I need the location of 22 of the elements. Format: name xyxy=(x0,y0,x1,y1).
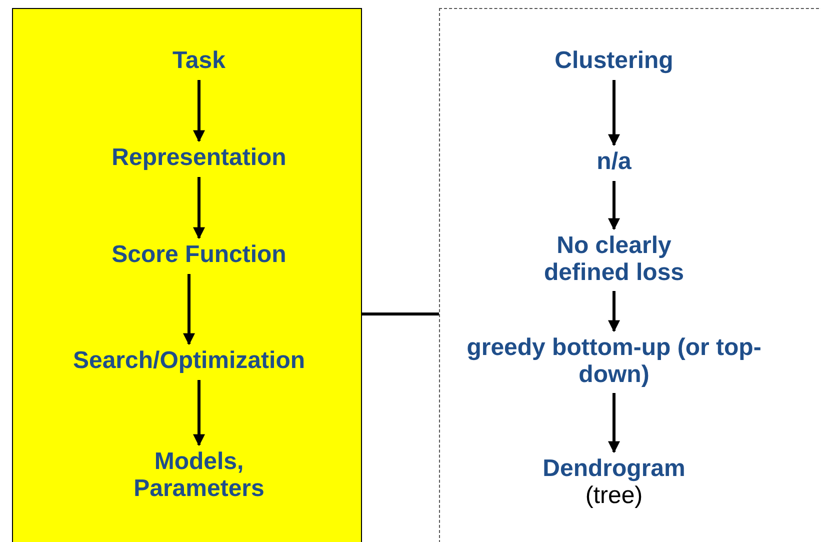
arrow xyxy=(193,80,205,142)
step-label: n/a xyxy=(596,148,632,175)
arrow xyxy=(193,177,205,240)
arrow xyxy=(193,380,205,446)
arrow xyxy=(608,181,620,230)
arrow xyxy=(608,291,620,332)
step-label: Clustering xyxy=(554,47,674,74)
arrow xyxy=(608,393,620,454)
arrow xyxy=(183,274,195,346)
connector-line xyxy=(362,312,439,316)
step-label: Models, Parameters xyxy=(132,448,266,502)
highlighted-panel xyxy=(12,8,362,542)
step-label: No clearly defined loss xyxy=(542,232,686,286)
step-label: Search/Optimization xyxy=(72,347,306,374)
step-label: Score Function xyxy=(110,241,288,268)
note-text: (tree) xyxy=(584,482,644,509)
arrow xyxy=(608,80,620,146)
step-label: Task xyxy=(172,47,226,74)
step-label: Representation xyxy=(110,144,288,171)
panel xyxy=(439,8,821,542)
step-label: Dendrogram xyxy=(542,455,686,482)
step-label: greedy bottom-up (or top-down) xyxy=(466,334,762,388)
